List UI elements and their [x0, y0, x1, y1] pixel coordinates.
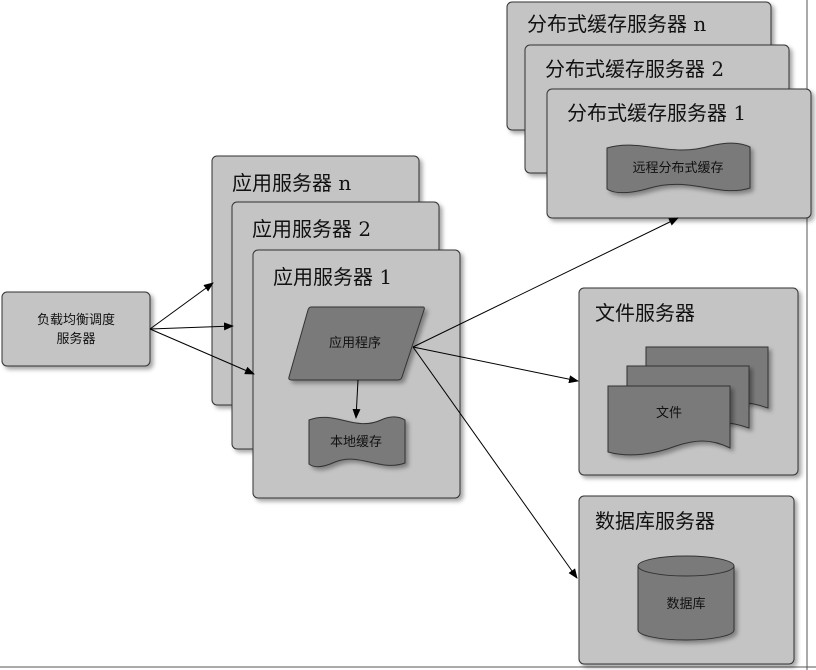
app-program-shape: 应用程序	[288, 306, 425, 381]
load-balancer-box: 负载均衡调度 服务器	[1, 291, 151, 367]
database-cylinder-shape: 数据库	[637, 555, 735, 641]
cache-server-1-title: 分布式缓存服务器 1	[567, 101, 746, 125]
arrow-lb-to-app-1	[149, 328, 255, 375]
arrow-lb-to-app-n	[149, 282, 214, 330]
cache-server-2-title: 分布式缓存服务器 2	[545, 57, 724, 81]
remote-cache-label: 远程分布式缓存	[632, 161, 723, 176]
arrow-lb-to-app-2	[149, 322, 234, 331]
app-server-n-title: 应用服务器 n	[232, 171, 351, 195]
file-server-title: 文件服务器	[595, 301, 695, 325]
database-label: 数据库	[666, 596, 705, 612]
app-program-label: 应用程序	[329, 335, 381, 351]
load-balancer-label-line1: 负载均衡调度	[37, 312, 115, 328]
load-balancer-label-line2: 服务器	[56, 331, 95, 347]
file-documents-shape: 文件	[607, 346, 769, 456]
db-server-title: 数据库服务器	[595, 509, 715, 533]
file-documents-label: 文件	[656, 406, 682, 421]
arrow-app-to-cache-server	[412, 217, 679, 348]
arrow-app-to-db-server	[412, 346, 578, 579]
cache-server-n-title: 分布式缓存服务器 n	[527, 12, 706, 36]
app-server-1-title: 应用服务器 1	[273, 265, 392, 289]
arrow-app-to-local-cache	[352, 379, 361, 419]
arrow-app-to-file-server	[412, 346, 579, 384]
remote-cache-shape: 远程分布式缓存	[606, 142, 751, 194]
app-server-2-title: 应用服务器 2	[252, 217, 371, 241]
local-cache-shape: 本地缓存	[308, 416, 406, 468]
local-cache-label: 本地缓存	[330, 435, 382, 450]
